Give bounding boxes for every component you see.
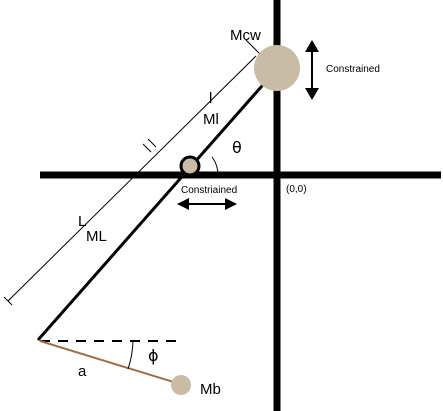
dimension-tick-mid-1 <box>142 143 152 153</box>
dimension-tick-mid-2 <box>147 138 157 148</box>
short-mass-label: Ml <box>203 111 219 128</box>
vertical-double-arrow <box>305 40 319 100</box>
tether <box>39 340 181 385</box>
beam <box>36 69 278 341</box>
counterweight-mass <box>254 45 300 91</box>
tether-length-label: a <box>78 363 87 380</box>
long-length-label: L <box>78 213 86 230</box>
theta-label: θ <box>232 138 242 157</box>
phi-label: ϕ <box>148 346 159 365</box>
pivot <box>179 155 201 177</box>
dimension-line <box>7 55 257 302</box>
bob-mass <box>171 375 191 395</box>
long-mass-label: ML <box>86 228 107 245</box>
bob-mass-label: Mb <box>200 381 221 398</box>
short-length-label: l <box>209 90 212 107</box>
counterweight-constraint-label: Constrained <box>326 64 380 75</box>
origin-label: (0,0) <box>286 184 307 195</box>
counterweight-label: Mcw <box>230 27 261 44</box>
pivot-constraint-label: Constriained <box>181 185 237 196</box>
horizontal-double-arrow <box>177 198 237 210</box>
dimension-tick-bottom <box>3 296 13 306</box>
theta-arc <box>211 156 219 176</box>
phi-arc <box>127 340 134 370</box>
